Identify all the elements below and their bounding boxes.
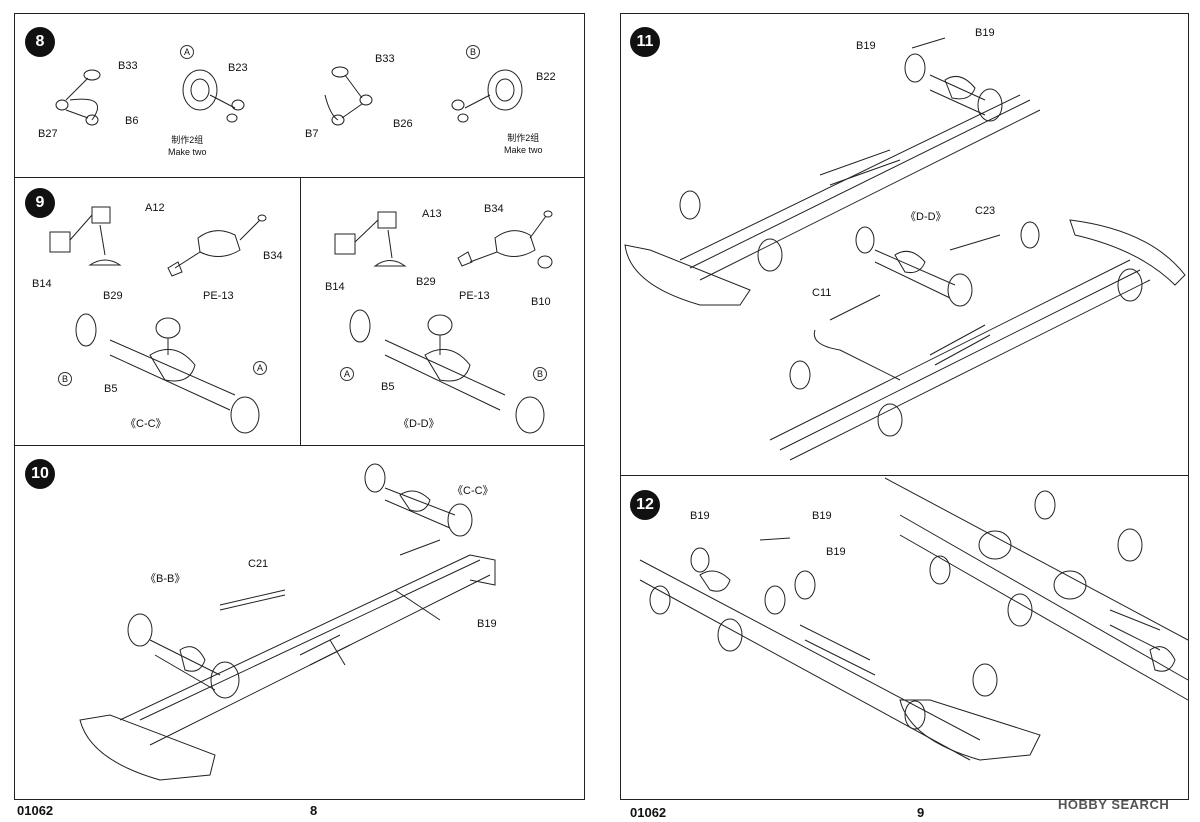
part-label: B23 <box>228 62 248 74</box>
part-label: B27 <box>38 128 58 140</box>
step-number-8: 8 <box>25 27 55 57</box>
part-label: PE-13 <box>203 290 234 302</box>
step-number-10: 10 <box>25 459 55 489</box>
step10-chassis <box>79 463 496 781</box>
part-label: B34 <box>263 250 283 262</box>
step11-chassis-bottom <box>769 219 1186 461</box>
step11-panel <box>620 13 1189 476</box>
note-english: Make two <box>168 147 207 157</box>
assembly-caption: 《D-D》 <box>905 211 947 223</box>
step9-left-panel <box>14 177 301 446</box>
part-label: PE-13 <box>459 290 490 302</box>
part-label: B10 <box>531 296 551 308</box>
part-label: B33 <box>375 53 395 65</box>
part-label: B29 <box>103 290 123 302</box>
step8-part-group-b <box>182 69 245 123</box>
make-two-note: 制作2组 Make two <box>168 134 207 158</box>
step8-part-group-c <box>324 66 373 126</box>
part-label: B6 <box>125 115 139 127</box>
step9-left-parts <box>49 206 267 434</box>
step8-part-group-a <box>55 69 101 126</box>
part-label: C21 <box>248 558 269 570</box>
page-number: 8 <box>310 803 318 818</box>
assembly-caption: 《D-D》 <box>398 418 440 430</box>
step8-part-group-d <box>451 69 523 123</box>
part-label: B26 <box>393 118 413 130</box>
part-label: B34 <box>484 203 504 215</box>
part-label: B33 <box>118 60 138 72</box>
part-label: B5 <box>381 381 395 393</box>
part-label: A13 <box>422 208 442 220</box>
part-label: B19 <box>690 510 710 522</box>
reference-circle: A <box>253 361 267 375</box>
part-label: B19 <box>826 546 846 558</box>
step12-panel <box>620 475 1189 800</box>
step-number-11: 11 <box>630 27 660 57</box>
part-label: B22 <box>536 71 556 83</box>
step9-right-parts <box>334 210 553 434</box>
assembly-caption: 《C-C》 <box>452 485 494 497</box>
part-label: B14 <box>325 281 345 293</box>
assembly-caption: 《C-C》 <box>125 418 167 430</box>
reference-circle: A <box>340 367 354 381</box>
product-code: 01062 <box>17 803 54 818</box>
note-english: Make two <box>504 145 543 155</box>
step-number-12: 12 <box>630 490 660 520</box>
page-number: 9 <box>917 805 925 820</box>
part-label: B7 <box>305 128 319 140</box>
step10-panel <box>14 445 585 800</box>
part-label: C23 <box>975 205 996 217</box>
part-label: B19 <box>812 510 832 522</box>
step-number-9: 9 <box>25 188 55 218</box>
part-label: B19 <box>975 27 995 39</box>
reference-circle: B <box>533 367 547 381</box>
watermark: HOBBY SEARCH <box>1058 797 1170 812</box>
part-label: B14 <box>32 278 52 290</box>
reference-circle: B <box>466 45 480 59</box>
part-label: C11 <box>812 287 832 299</box>
note-chinese: 制作2组 <box>171 135 204 145</box>
part-label: B5 <box>104 383 118 395</box>
part-label: B29 <box>416 276 436 288</box>
part-label: B19 <box>856 40 876 52</box>
assembly-caption: 《B-B》 <box>145 573 186 585</box>
step11-chassis-top <box>624 37 1041 306</box>
reference-circle: B <box>58 372 72 386</box>
reference-circle: A <box>180 45 194 59</box>
part-label: B19 <box>477 618 497 630</box>
step12-chassis-left <box>639 537 1041 761</box>
step12-chassis-right <box>884 477 1189 701</box>
product-code: 01062 <box>630 805 667 820</box>
note-chinese: 制作2组 <box>507 133 540 143</box>
part-label: A12 <box>145 202 165 214</box>
make-two-note: 制作2组 Make two <box>504 132 543 156</box>
